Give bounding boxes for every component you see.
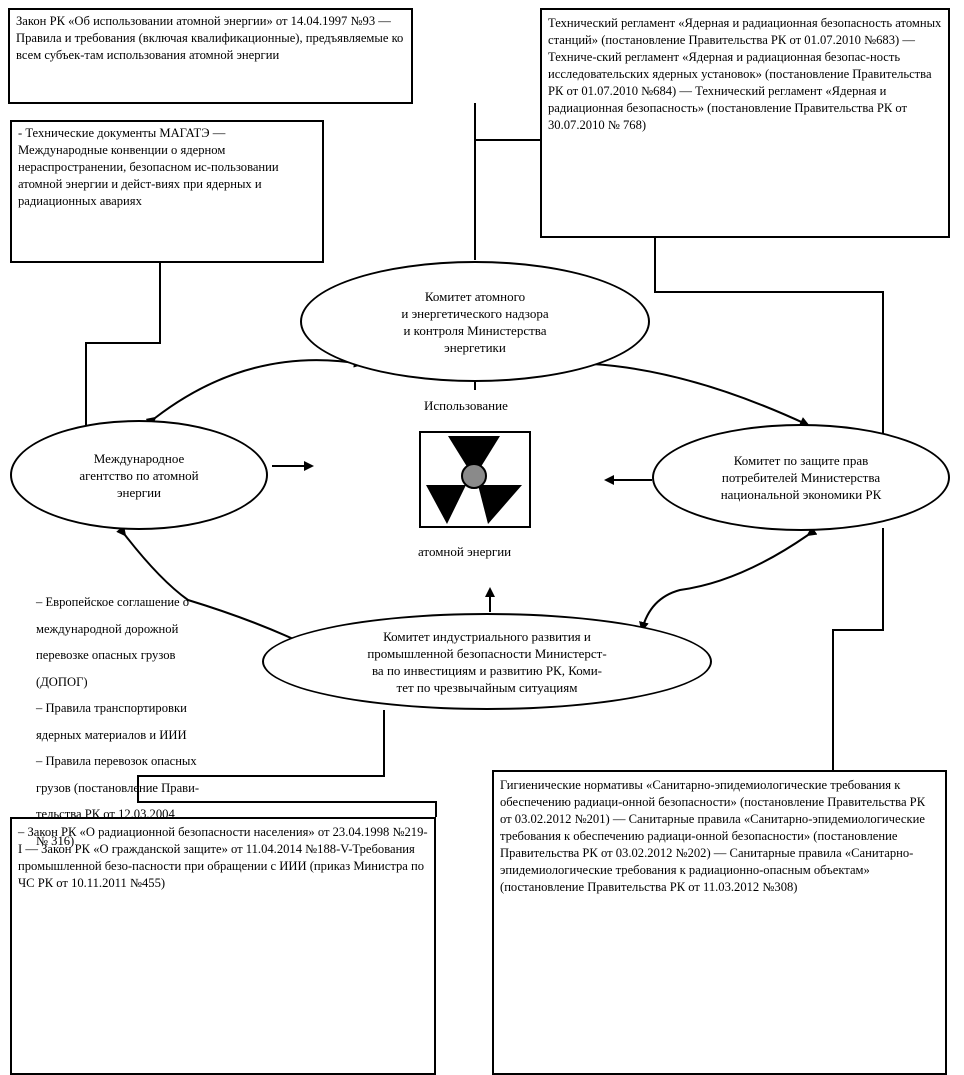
connector-techregs-to-right [654,238,884,450]
ellipse-bottom-line-1: Комитет индустриального развития и [383,628,591,644]
transport-line: – Европейское соглашение о [36,595,190,609]
center-label-atomic-energy: атомной энергии [418,544,512,559]
law-atomic-energy-text: Закон РК «Об использовании атомной энерг… [16,14,404,62]
ellipse-iaea: Международное агентство по атомной энерг… [10,420,268,530]
transport-line: тельства РК от 12.03.2004 [36,807,175,821]
transport-line: перевозке опасных грузов [36,648,176,662]
radiation-safety-law-box: – Закон РК «О радиационной безопасности … [10,817,436,1075]
ellipse-left-line-3: энергии [116,484,162,500]
ellipse-bottom-line-2: промышленной безопасности Министерст- [367,645,607,661]
technical-regulations-box: Технический регламент «Ядерная и радиаци… [540,8,950,238]
transport-line: – Правила перевозок опасных [36,754,197,768]
radiation-safety-law-text: – Закон РК «О радиационной безопасности … [18,825,428,890]
ellipse-top-line-2: и энергетического надзора [401,305,549,321]
ellipse-top-line-4: энергетики [444,339,506,355]
ellipse-top-line-3: и контроля Министерства [403,322,547,338]
ellipse-right-line-2: потребителей Министерства [721,470,881,485]
transport-line: № 316) [36,833,75,848]
ellipse-bottom-line-3: ва по инвестициям и развитию РК, Коми- [371,662,603,678]
ellipse-top-line-1: Комитет атомного [424,288,526,304]
ellipse-left-line-2: агентство по атомной [79,467,199,483]
connector-bottom-to-lawbottom [137,710,437,817]
hygiene-standards-box: Гигиенические нормативы «Санитарно-эпиде… [492,770,947,1075]
connector-right-to-hygiene [832,528,884,770]
ellipse-left-line-1: Международное [93,450,185,466]
ellipse-consumer-protection-committee: Комитет по защите прав потребителей Мини… [652,424,950,531]
arrow-right-bottom [639,526,818,632]
transport-line: грузов (постановление Прави- [36,780,200,795]
technical-regulations-text: Технический регламент «Ядерная и радиаци… [548,16,942,132]
law-atomic-energy-box: Закон РК «Об использовании атомной энерг… [8,8,413,104]
center-label-usage: Использование [424,398,508,413]
hygiene-standards-text: Гигиенические нормативы «Санитарно-эпиде… [500,778,926,894]
arrow-top-right [583,358,810,427]
transport-regulations-list: – Европейское соглашение о международной… [36,589,199,854]
iaea-documents-box: - Технические документы МАГАТЭ — Междуна… [10,120,324,263]
ellipse-atomic-supervision-committee: Комитет атомного и энергетического надзо… [300,261,650,382]
transport-line: международной дорожной [36,621,179,636]
connector-iaea-to-left [85,263,161,425]
ellipse-right-line-3: национальной экономики РК [720,487,882,502]
transport-line: ядерных материалов и ИИИ [36,727,187,742]
ellipse-bottom-line-4: тет по чрезвычайным ситуациям [396,679,578,695]
iaea-documents-text: - Технические документы МАГАТЭ — Междуна… [18,126,279,208]
radiation-trefoil-icon [419,431,531,528]
ellipse-right-line-1: Комитет по защите прав [733,453,869,468]
ellipse-industrial-development-committee: Комитет индустриального развития и промы… [262,613,712,710]
transport-line: (ДОПОГ) [36,674,88,689]
arrow-top-left [145,357,364,427]
transport-line: – Правила транспортировки [36,701,187,715]
